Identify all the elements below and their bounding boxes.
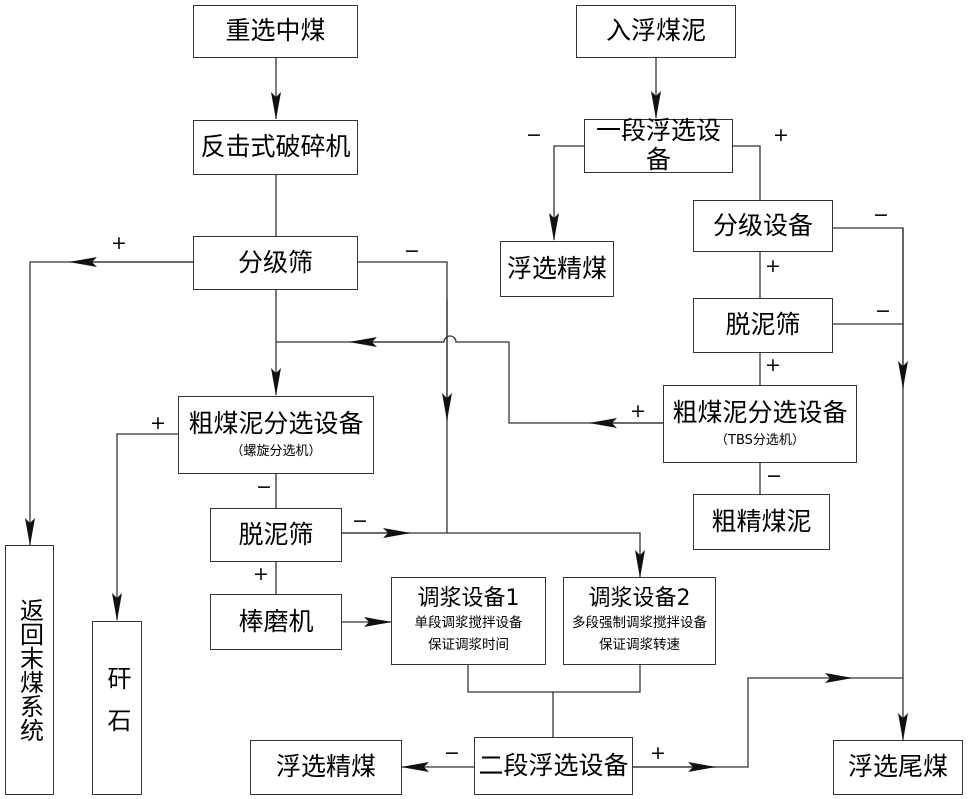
plus-sign-classifier: + [765,257,781,276]
connector-slurry-to-second-flotation [468,665,640,737]
box-return-fine-coal: 返回末煤系统 [5,545,54,795]
box-rod-mill: 棒磨机 [210,594,342,650]
box-middling-coal-label: 重选中煤 [225,17,325,46]
connector-desliming-minus-to-slurry2 [342,533,640,577]
minus-sign-desliming-left: − [352,512,368,531]
box-desliming-screen-left: 脱泥筛 [210,508,342,562]
box-impact-crusher-label: 反击式破碎机 [200,133,350,162]
box-first-stage-flotation-label: 一段浮选设备 [585,117,732,175]
plus-sign-tbs-return: + [630,402,646,421]
box-slurry-conditioner-1-line1: 单段调浆搅拌设备 [415,613,523,635]
plus-sign-desliming-right: + [765,356,781,375]
box-flotation-clean-coal-top-label: 浮选精煤 [507,255,607,284]
minus-sign-screen-undersize: − [404,242,420,261]
box-slurry-conditioner-1-line2: 保证调浆时间 [428,635,509,657]
minus-sign-desliming-right: − [875,302,891,321]
plus-sign-screen-oversize: + [111,234,127,253]
box-classifier-label: 分级设备 [713,212,813,241]
box-slurry-conditioner-1: 调浆设备1 单段调浆搅拌设备 保证调浆时间 [391,577,546,665]
box-desliming-screen-right-label: 脱泥筛 [725,311,800,340]
box-slurry-conditioner-2-title: 调浆设备2 [589,586,691,611]
box-flotation-feed-slime-label: 入浮煤泥 [606,17,706,46]
box-rod-mill-label: 棒磨机 [238,608,313,637]
box-desliming-screen-right: 脱泥筛 [693,298,833,353]
box-flotation-clean-coal-top: 浮选精煤 [500,241,614,297]
box-flotation-tailings-label: 浮选尾煤 [848,753,948,782]
box-classifying-screen-label: 分级筛 [238,249,313,278]
box-desliming-screen-left-label: 脱泥筛 [238,521,313,550]
minus-sign-coarse-sep-product: − [256,478,272,497]
connector-screen-plus-to-return [30,262,193,545]
box-flotation-clean-coal-bottom: 浮选精煤 [250,740,402,795]
plus-sign-coarse-sep-gangue: + [150,414,166,433]
connector-classifier-minus-to-tailings [833,228,903,740]
box-second-stage-flotation: 二段浮选设备 [474,737,633,795]
box-coarse-slime-separator-left-sub: （螺旋分选机） [230,445,321,460]
box-middling-coal: 重选中煤 [193,5,358,58]
box-coarse-slime-separator-right-sub: （TBS分选机） [715,434,805,449]
box-impact-crusher: 反击式破碎机 [193,120,358,175]
box-slurry-conditioner-2-line1: 多段强制调浆搅拌设备 [572,613,707,635]
minus-sign-classifier: − [873,206,889,225]
box-gangue: 矸石 [92,621,142,795]
box-coarse-slime-separator-right: 粗煤泥分选设备 （TBS分选机） [663,385,857,463]
box-first-stage-flotation: 一段浮选设备 [584,119,733,173]
box-coarse-slime-separator-left-title: 粗煤泥分选设备 [188,410,363,439]
box-slurry-conditioner-1-title: 调浆设备1 [418,586,520,611]
plus-sign-desliming-left: + [253,565,269,584]
box-coarse-clean-slime-label: 粗精煤泥 [711,508,811,537]
plus-sign-first-flotation: + [773,126,789,145]
box-gangue-label: 矸石 [100,666,134,750]
box-slurry-conditioner-2: 调浆设备2 多段强制调浆搅拌设备 保证调浆转速 [563,577,716,665]
minus-sign-tbs-product: − [766,467,782,486]
box-flotation-feed-slime: 入浮煤泥 [576,5,736,58]
plus-sign-second-flotation: + [650,744,666,763]
box-flotation-tailings: 浮选尾煤 [833,740,963,795]
box-slurry-conditioner-2-line2: 保证调浆转速 [599,635,680,657]
box-coarse-clean-slime: 粗精煤泥 [693,494,830,550]
box-classifying-screen: 分级筛 [193,236,358,290]
minus-sign-first-flotation: − [526,126,542,145]
minus-sign-second-flotation: − [444,744,460,763]
box-return-fine-coal-label: 返回末煤系统 [12,598,46,742]
box-flotation-clean-coal-bottom-label: 浮选精煤 [276,753,376,782]
connector-coarse-sep-plus-to-gangue [117,434,178,620]
box-second-stage-flotation-label: 二段浮选设备 [478,752,628,781]
box-coarse-slime-separator-right-title: 粗煤泥分选设备 [672,399,847,428]
connector-first-flotation-plus [733,146,760,200]
box-classifier: 分级设备 [693,200,833,252]
connector-first-flotation-minus [554,146,584,240]
box-coarse-slime-separator-left: 粗煤泥分选设备 （螺旋分选机） [178,396,374,474]
